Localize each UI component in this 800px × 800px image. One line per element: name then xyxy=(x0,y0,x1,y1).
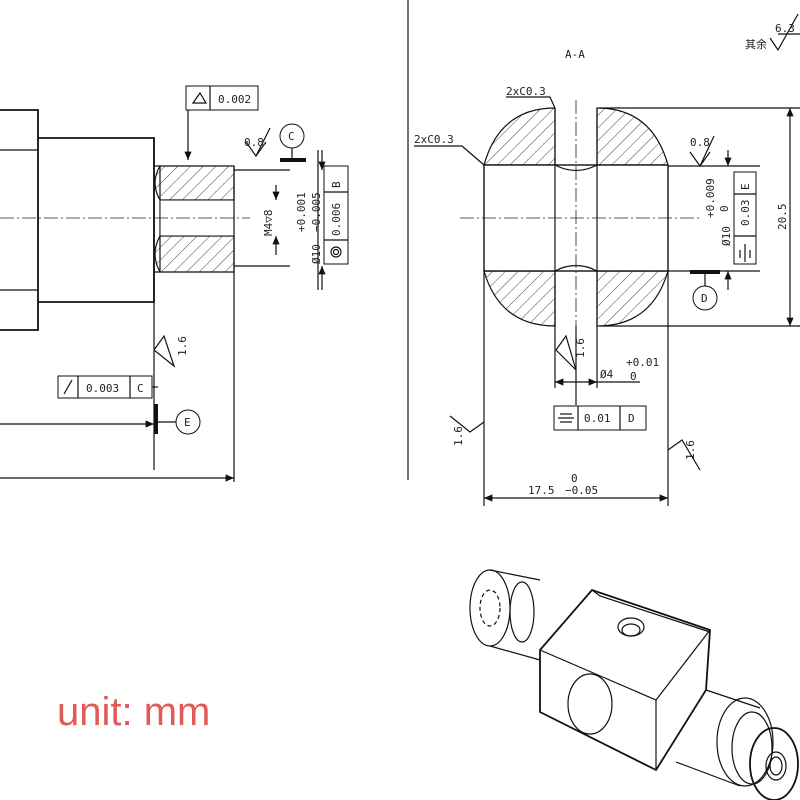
sec-datum-d: D xyxy=(701,292,708,305)
dev-upper: +0.001 xyxy=(295,192,308,232)
width-dev-upper: 0 xyxy=(571,472,578,485)
left-view xyxy=(0,86,326,482)
general-finish-value: 6.3 xyxy=(775,22,795,35)
sec-tol-003: 0.03 xyxy=(739,200,752,227)
general-finish: 6.3 其余 xyxy=(745,13,800,52)
runout-value: 0.003 xyxy=(86,382,119,395)
datum-c-label: C xyxy=(288,130,295,143)
hole-diameter: Ø4 xyxy=(600,368,614,381)
section-label: A-A xyxy=(565,48,585,61)
runout-ref: C xyxy=(137,382,144,395)
sym-value: 0.01 xyxy=(584,412,611,425)
finish-16-value-a: 1.6 xyxy=(176,336,189,356)
left-view-dims: M4▽8 +0.001 −0.005 Ø10 B 0.006 xyxy=(262,165,349,265)
sec-diameter: Ø10 xyxy=(720,226,733,246)
isometric-view xyxy=(469,569,799,800)
finish-16-left: 1.6 xyxy=(153,334,189,368)
finish-16-value-c: 1.6 xyxy=(452,426,465,446)
sec-dev-upper: +0.009 xyxy=(704,178,717,218)
diameter-label: Ø10 xyxy=(310,244,323,264)
hole-dev-upper: +0.01 xyxy=(626,356,659,369)
flatness-value: 0.002 xyxy=(218,93,251,106)
datum-e-label: E xyxy=(184,416,191,429)
width-dev-lower: −0.05 xyxy=(565,484,598,497)
section-texts: 2xC0.3 2xC0.3 0.8 +0.009 0 Ø10 E 0.03 20… xyxy=(414,85,789,497)
hole-dev-lower: 0 xyxy=(630,370,637,383)
sec-dev-lower: 0 xyxy=(718,205,731,212)
finish-bore-value: 0.8 xyxy=(244,136,264,149)
chamfer-top: 2xC0.3 xyxy=(506,85,546,98)
unit-label: unit: mm xyxy=(57,690,211,734)
sec-height: 20.5 xyxy=(776,204,789,231)
section-view xyxy=(414,96,800,506)
finish-16-value-d: 1.6 xyxy=(684,440,697,460)
tol-0006: 0.006 xyxy=(330,203,343,236)
chamfer-left: 2xC0.3 xyxy=(414,133,454,146)
sym-ref: D xyxy=(628,412,635,425)
width-value: 17.5 xyxy=(528,484,555,497)
thread-label: M4▽8 xyxy=(262,210,275,237)
sec-datum-e: E xyxy=(739,183,752,190)
finish-16-value-b: 1.6 xyxy=(574,338,587,358)
flatness-frame: 0.002 xyxy=(185,85,259,111)
runout-frame: 0.003 C E xyxy=(57,375,201,435)
dev-lower: −0.005 xyxy=(310,192,323,232)
general-finish-note: 其余 xyxy=(745,37,767,51)
datum-b-label: B xyxy=(330,181,343,188)
finish-bore-face: 0.8 C xyxy=(244,123,306,162)
finish-section-value: 0.8 xyxy=(690,136,710,149)
